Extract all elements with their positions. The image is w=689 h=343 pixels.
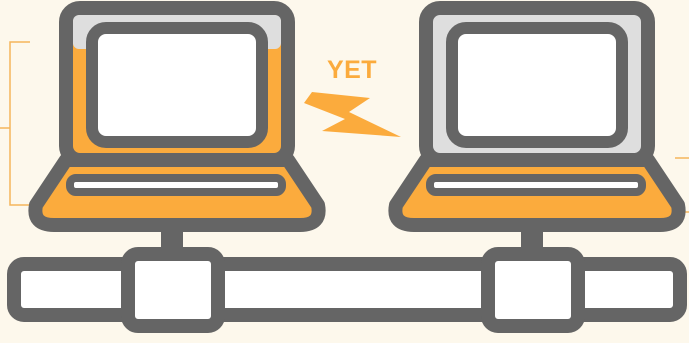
left-hub bbox=[128, 254, 218, 326]
left-bracket bbox=[0, 42, 30, 205]
connection-label: YET bbox=[327, 56, 377, 84]
lightning-bolt-icon bbox=[304, 92, 401, 137]
laptop-icon bbox=[35, 8, 318, 225]
laptop-icon bbox=[395, 8, 678, 225]
network-bus-icon bbox=[14, 225, 680, 326]
right-hub bbox=[488, 254, 578, 326]
